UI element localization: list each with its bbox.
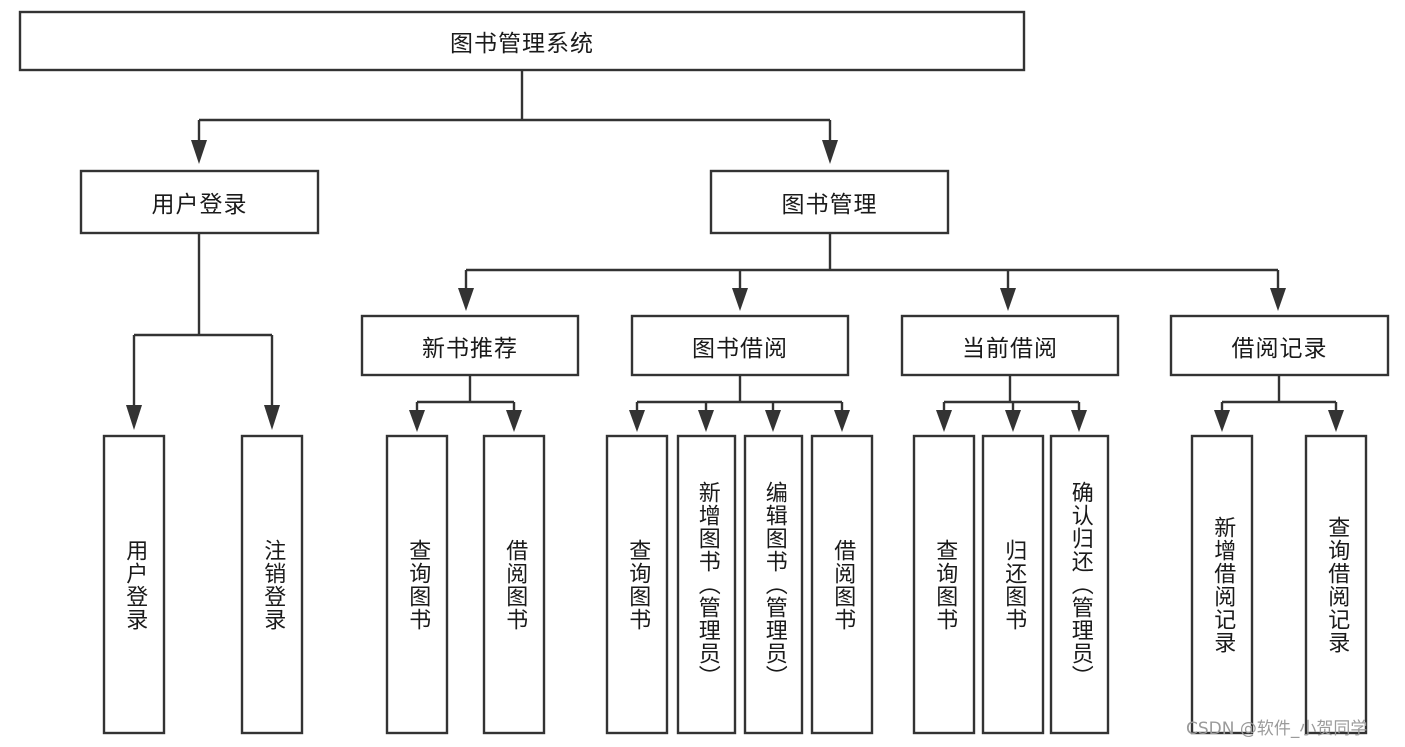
- node-current-borrow-box[interactable]: [900, 314, 1120, 377]
- arrow-current-leaf-2: [1005, 410, 1021, 432]
- arrow-recommend-leaf-2: [506, 410, 522, 432]
- leaf-box-user-login-1[interactable]: [102, 434, 166, 735]
- leaf-box-current-2[interactable]: [981, 434, 1045, 735]
- leaf-box-borrow-4[interactable]: [810, 434, 874, 735]
- node-root-box[interactable]: [18, 10, 1026, 72]
- arrow-borrow-leaf-2: [698, 410, 714, 432]
- leaf-box-borrow-3[interactable]: [743, 434, 804, 735]
- leaf-box-borrow-1[interactable]: [605, 434, 669, 735]
- leaf-box-record-1[interactable]: [1190, 434, 1254, 735]
- arrow-user-login-leaf-2: [264, 405, 280, 430]
- node-new-book-recommend-box[interactable]: [360, 314, 580, 377]
- arrow-record-leaf-1: [1214, 410, 1230, 432]
- arrow-book-manage-to-record: [1270, 288, 1286, 311]
- arrow-book-manage-to-borrow: [732, 288, 748, 311]
- arrow-borrow-leaf-3: [765, 410, 781, 432]
- leaf-box-current-1[interactable]: [912, 434, 976, 735]
- leaf-box-current-3[interactable]: [1049, 434, 1110, 735]
- leaf-box-borrow-2[interactable]: [676, 434, 737, 735]
- node-user-login-box[interactable]: [79, 169, 320, 235]
- arrow-user-login-leaf-1: [126, 405, 142, 430]
- node-book-manage-box[interactable]: [709, 169, 950, 235]
- arrow-book-manage-to-recommend: [458, 288, 474, 311]
- leaf-box-user-login-2[interactable]: [240, 434, 304, 735]
- arrow-borrow-leaf-1: [629, 410, 645, 432]
- arrow-book-manage-to-current: [1000, 288, 1016, 311]
- node-book-borrow-box[interactable]: [630, 314, 850, 377]
- arrow-record-leaf-2: [1328, 410, 1344, 432]
- arrow-root-to-user-login: [191, 140, 207, 164]
- arrow-current-leaf-1: [936, 410, 952, 432]
- arrow-borrow-leaf-4: [834, 410, 850, 432]
- leaf-box-record-2[interactable]: [1304, 434, 1368, 735]
- node-borrow-record-box[interactable]: [1169, 314, 1390, 377]
- leaf-box-recommend-1[interactable]: [385, 434, 449, 735]
- leaf-box-recommend-2[interactable]: [482, 434, 546, 735]
- arrow-root-to-book-manage: [822, 140, 838, 164]
- arrow-current-leaf-3: [1071, 410, 1087, 432]
- arrow-recommend-leaf-1: [409, 410, 425, 432]
